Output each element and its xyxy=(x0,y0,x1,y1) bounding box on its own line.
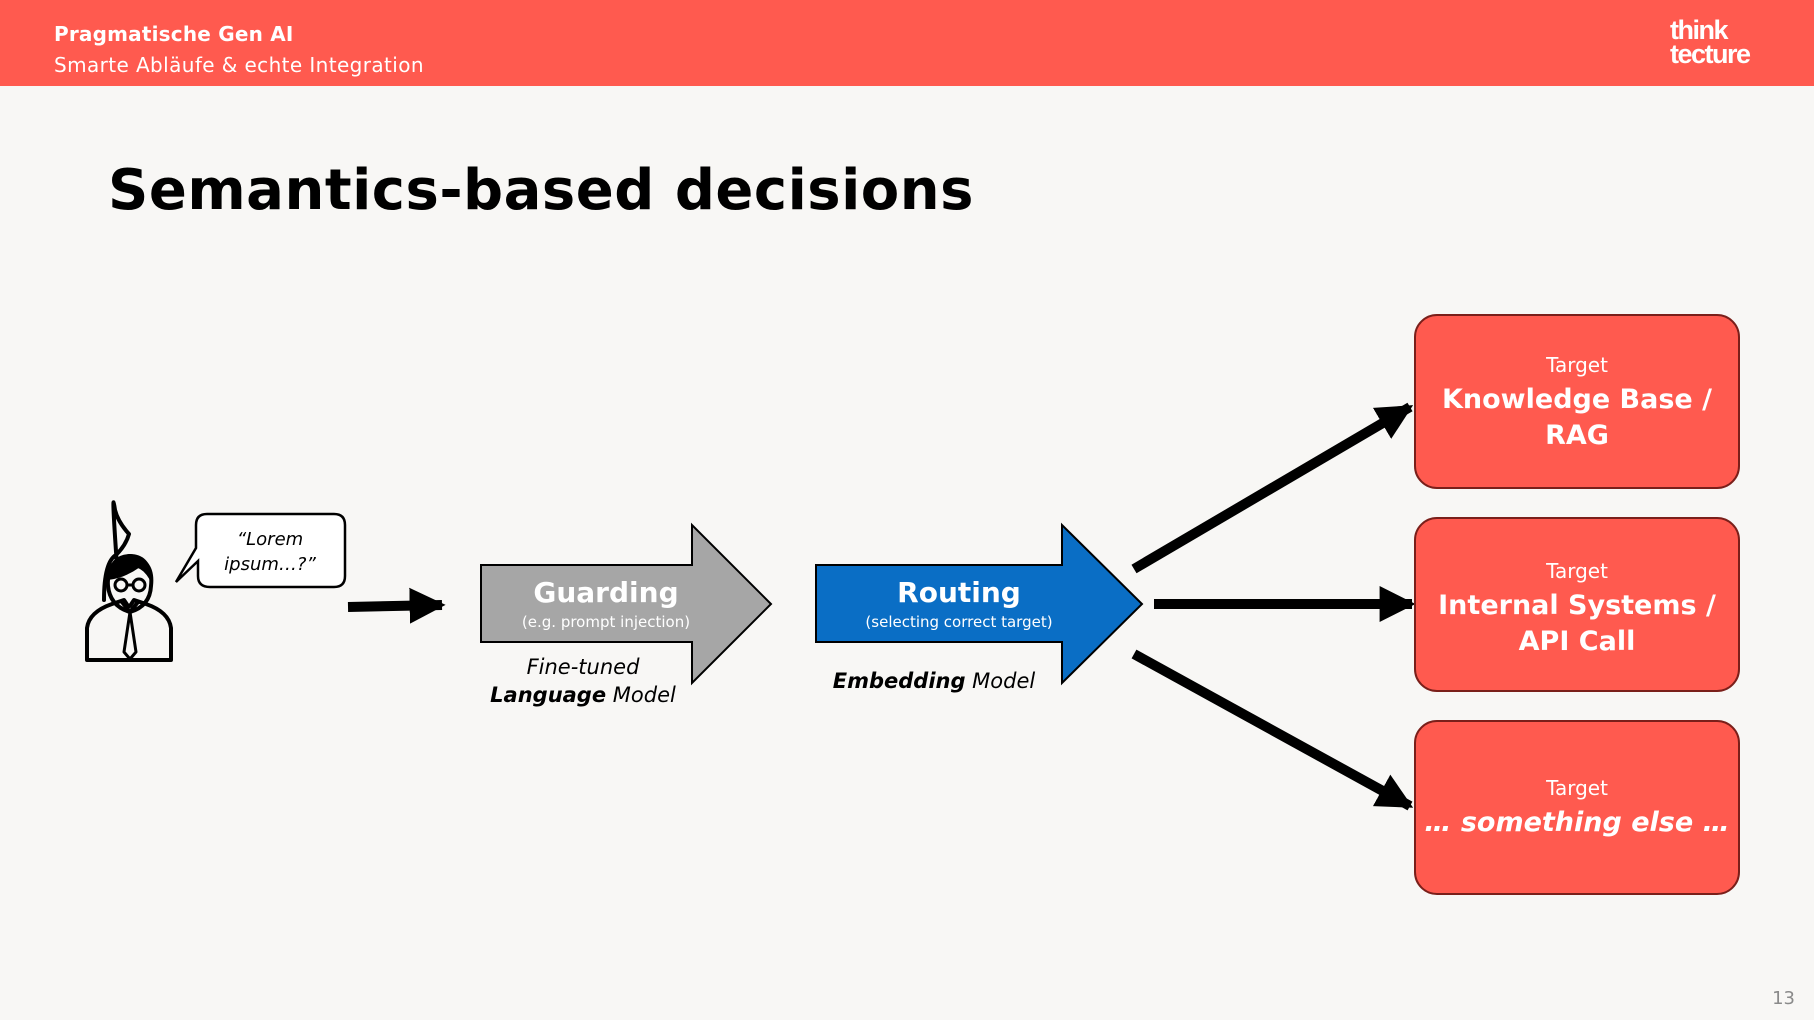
guarding-title: Guarding xyxy=(533,576,678,609)
header-subtitle: Smarte Abläufe & echte Integration xyxy=(54,53,424,77)
target-3-label: Target xyxy=(1545,776,1608,800)
arrow-to-target-3 xyxy=(1131,649,1414,811)
target-1-line-1: Knowledge Base / xyxy=(1442,384,1712,415)
page-number: 13 xyxy=(1772,988,1795,1009)
speech-text-line-1: “Lorem xyxy=(237,529,303,550)
guarding-block: Guarding (e.g. prompt injection) xyxy=(480,522,773,686)
guarding-subtitle: (e.g. prompt injection) xyxy=(522,613,690,631)
target-2-line-2: API Call xyxy=(1519,626,1636,657)
target-3-line-1: … something else … xyxy=(1424,807,1729,838)
guarding-caption-bold: Language xyxy=(490,683,606,707)
speech-bubble: “Lorem ipsum…?” xyxy=(174,512,347,589)
page-title: Semantics-based decisions xyxy=(108,158,974,223)
guarding-caption-rest: Model xyxy=(606,683,676,707)
target-2-label: Target xyxy=(1545,559,1608,583)
routing-block: Routing (selecting correct target) xyxy=(815,522,1144,686)
routing-subtitle: (selecting correct target) xyxy=(865,613,1052,631)
guarding-caption-line-2: Language Model xyxy=(490,683,676,707)
target-1-label: Target xyxy=(1545,353,1608,377)
target-knowledge-base: Target Knowledge Base / RAG xyxy=(1414,314,1740,489)
target-internal-systems: Target Internal Systems / API Call xyxy=(1414,517,1740,692)
logo-line-1: think xyxy=(1670,15,1729,45)
arrow-to-guarding xyxy=(347,587,446,624)
routing-caption-rest: Model xyxy=(966,669,1036,693)
target-something-else: Target … something else … xyxy=(1414,720,1740,895)
routing-caption: Embedding Model xyxy=(833,669,1036,693)
header-title: Pragmatische Gen AI xyxy=(54,22,294,46)
logo-line-2: tecture xyxy=(1670,39,1751,69)
guarding-caption-line-1: Fine-tuned xyxy=(527,655,640,679)
brand-logo: think tecture xyxy=(1670,15,1754,69)
target-2-line-1: Internal Systems / xyxy=(1438,590,1716,621)
routing-caption-bold: Embedding xyxy=(833,669,966,693)
routing-title: Routing xyxy=(897,576,1021,609)
target-1-line-2: RAG xyxy=(1545,420,1609,451)
arrow-to-target-1 xyxy=(1131,402,1414,574)
speech-text-line-2: ipsum…?” xyxy=(224,554,316,575)
user-icon xyxy=(85,500,173,662)
header-bar: Pragmatische Gen AI Smarte Abläufe & ech… xyxy=(0,0,1814,86)
